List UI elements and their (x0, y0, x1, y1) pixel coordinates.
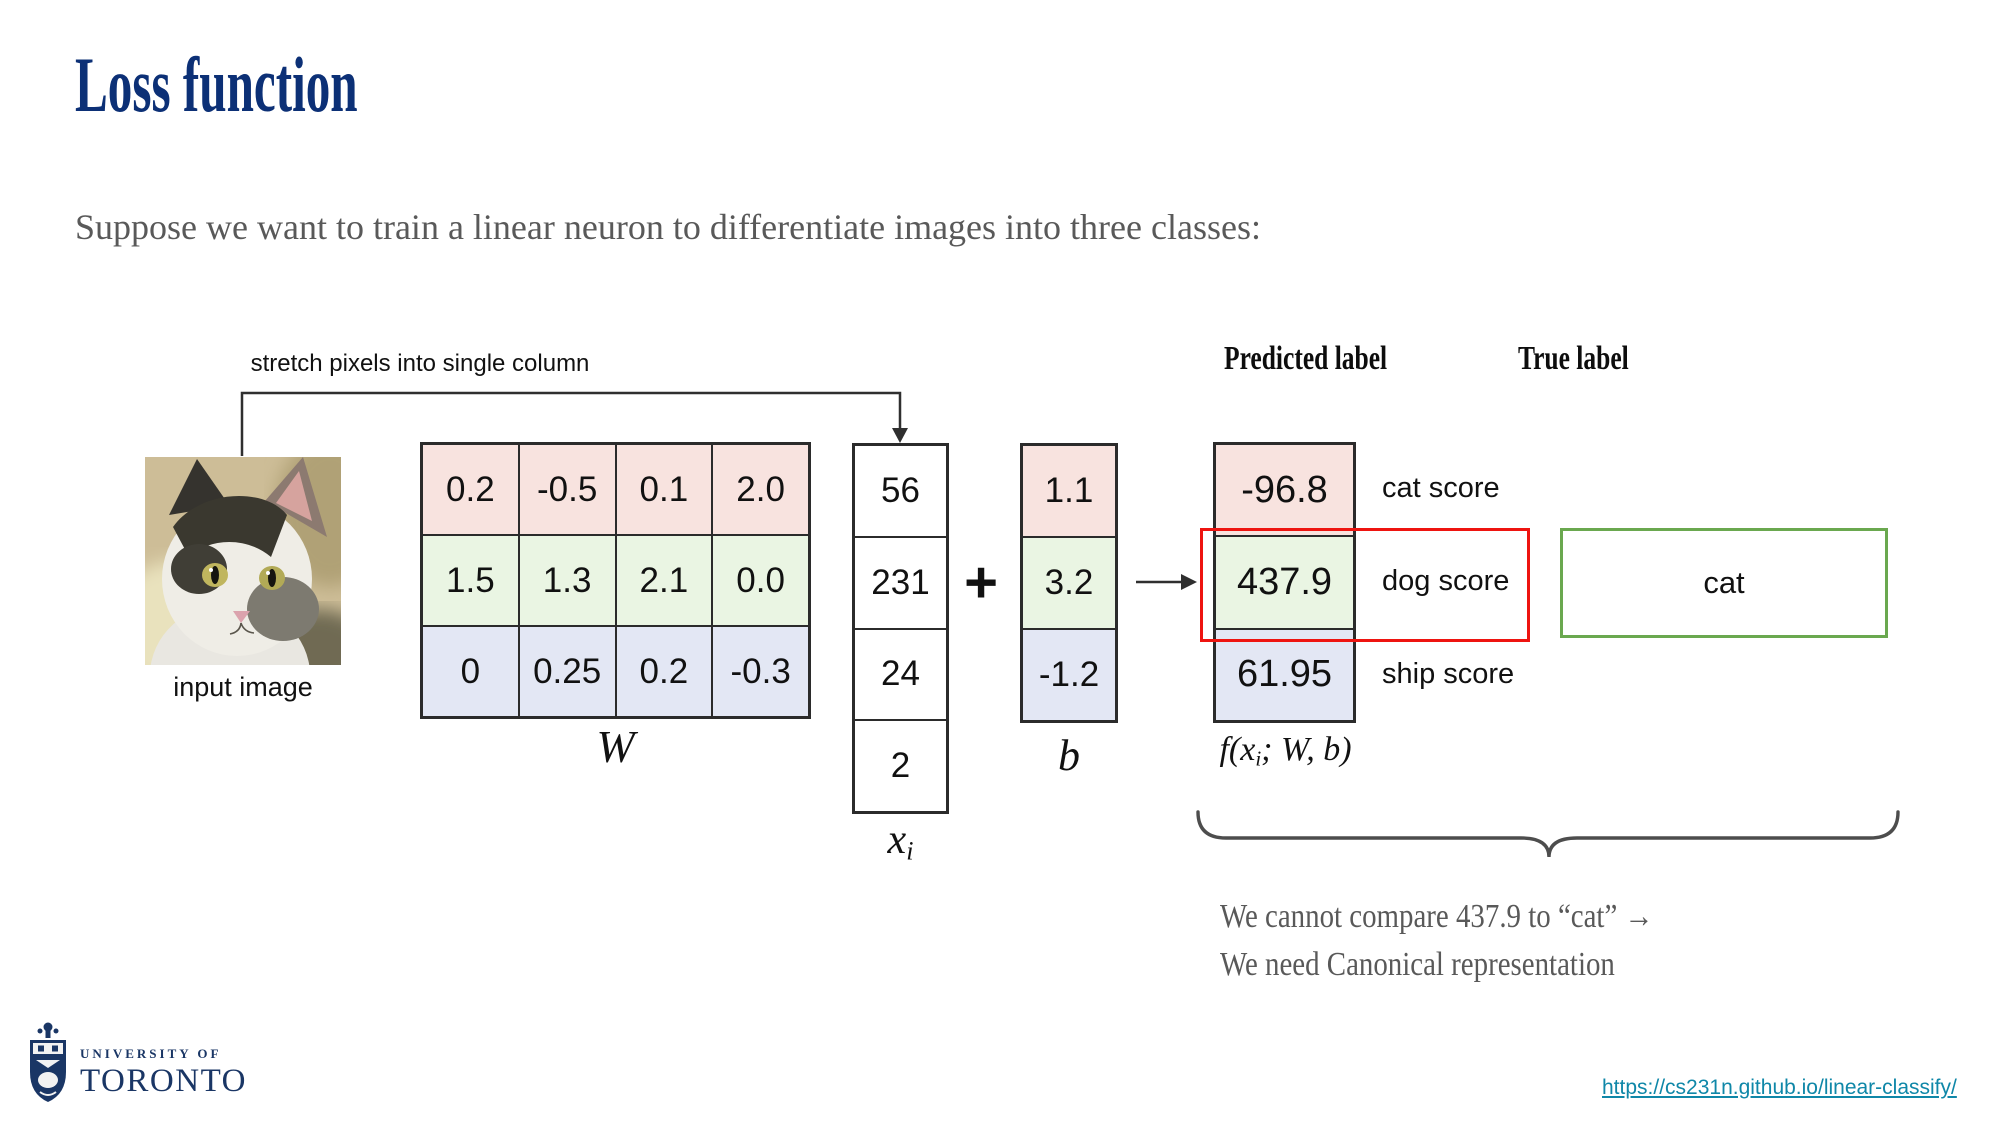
vector-cell: 2 (854, 720, 947, 812)
fn-subscript: i (1255, 746, 1262, 771)
vector-cell: 24 (854, 628, 947, 721)
note-text: We cannot compare 437.9 to “cat” → We ne… (1220, 893, 1653, 990)
matrix-cell: 0.0 (712, 535, 809, 626)
fn-suffix: ; W, b) (1261, 731, 1352, 768)
brace (1196, 810, 1900, 858)
matrix-cell: -0.3 (712, 626, 809, 717)
fn-prefix: f(x (1219, 731, 1256, 768)
input-vector-label: xi (852, 816, 949, 867)
slide-subtitle: Suppose we want to train a linear neuron… (75, 207, 1261, 247)
uoft-wordmark-small: UNIVERSITY OF (80, 1046, 222, 1061)
score-vector: -96.8 437.9 61.95 (1213, 442, 1356, 723)
dog-score-highlight-box (1200, 528, 1530, 642)
matrix-cell: 0 (422, 626, 519, 717)
vector-cell: 1.1 (1022, 445, 1116, 537)
vector-cell: 3.2 (1022, 537, 1116, 629)
matrix-cell: 2.1 (615, 535, 713, 626)
matrix-cell: 1.5 (422, 535, 519, 626)
page-title: Loss function (75, 41, 358, 128)
vector-cell: 231 (854, 536, 947, 629)
predicted-label-header: Predicted label (1224, 340, 1388, 377)
uoft-crest-icon (30, 1022, 66, 1102)
input-vector: 56 231 24 2 (852, 443, 949, 814)
weight-matrix-label: W (596, 721, 635, 772)
matrix-cell: 1.3 (518, 535, 616, 626)
result-arrow (1136, 574, 1197, 590)
true-label-box: cat (1560, 528, 1888, 638)
true-label-header: True label (1518, 340, 1629, 377)
true-label-value: cat (1703, 565, 1745, 600)
score-cell-ship: 61.95 (1215, 628, 1354, 721)
stretch-pixels-label: stretch pixels into single column (250, 350, 590, 377)
matrix-cell: 0.25 (518, 626, 616, 717)
ship-score-label: ship score (1382, 658, 1515, 690)
score-cell-dog: 437.9 (1215, 536, 1354, 629)
dog-score-label: dog score (1382, 565, 1510, 597)
input-image-caption: input image (173, 672, 313, 702)
plus-sign: + (964, 549, 998, 615)
score-function-label: f(xi; W, b) (1198, 731, 1373, 771)
source-link[interactable]: https://cs231n.github.io/linear-classify… (1602, 1076, 1957, 1099)
bias-vector: 1.1 3.2 -1.2 (1020, 443, 1118, 723)
matrix-cell: 0.2 (615, 626, 713, 717)
university-of-toronto-logo: UNIVERSITY OF TORONTO (26, 1022, 247, 1104)
note-line-2: We need Canonical representation (1220, 946, 1615, 984)
matrix-cell: 2.0 (712, 444, 809, 535)
vector-cell: -1.2 (1022, 629, 1116, 721)
input-image-cat (145, 457, 341, 665)
cat-score-label: cat score (1382, 472, 1500, 504)
matrix-cell: -0.5 (518, 444, 616, 535)
score-cell-cat: -96.8 (1215, 444, 1354, 537)
x-label-subscript: i (906, 836, 914, 866)
x-label-base: x (887, 817, 907, 863)
note-line-1: We cannot compare 437.9 to “cat” → (1220, 898, 1654, 935)
matrix-cell: 0.2 (422, 444, 519, 535)
bias-vector-label: b (1058, 731, 1080, 780)
uoft-wordmark: UNIVERSITY OF TORONTO (80, 1022, 247, 1100)
weight-matrix: 0.2 -0.5 0.1 2.0 1.5 1.3 2.1 0.0 0 0.25 … (420, 442, 811, 719)
matrix-cell: 0.1 (615, 444, 713, 535)
vector-cell: 56 (854, 445, 947, 537)
uoft-wordmark-large: TORONTO (80, 1063, 247, 1099)
